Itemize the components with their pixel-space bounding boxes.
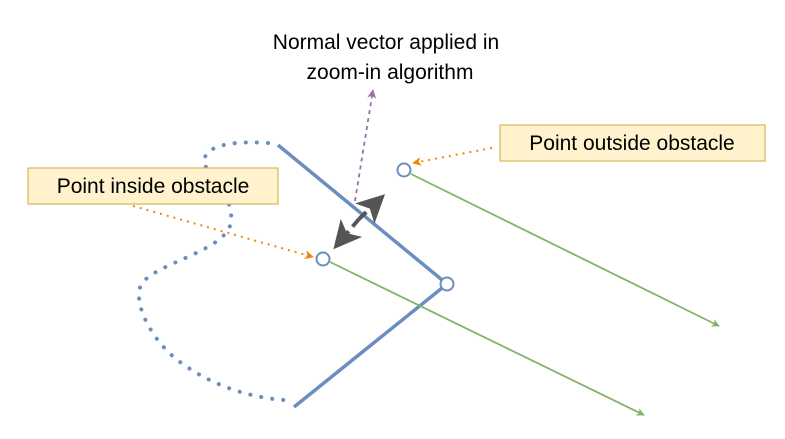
callout-arrow-inside (132, 205, 314, 260)
obstacle-lower-edge (292, 282, 449, 409)
label-normal-vector-line1: Normal vector applied in (273, 31, 499, 54)
ray-from-inside-point (329, 261, 645, 416)
callout-box-inside (27, 167, 279, 205)
obstacle-vertex-point (439, 276, 455, 292)
zoom-in-arrow (355, 194, 386, 224)
callout-arrow-outside (412, 147, 493, 166)
label-point-outside: Point outside obstacle (529, 132, 734, 155)
ray-from-outside-point (410, 173, 720, 327)
point-inside-obstacle (315, 251, 331, 267)
normal-vector-arrow (354, 89, 377, 202)
label-normal-vector-line2: zoom-in algorithm (307, 61, 474, 84)
zoom-in-arrow-back (333, 217, 363, 250)
callout-box-outside (499, 124, 766, 162)
point-outside-obstacle (396, 162, 412, 178)
label-point-inside: Point inside obstacle (57, 175, 250, 198)
